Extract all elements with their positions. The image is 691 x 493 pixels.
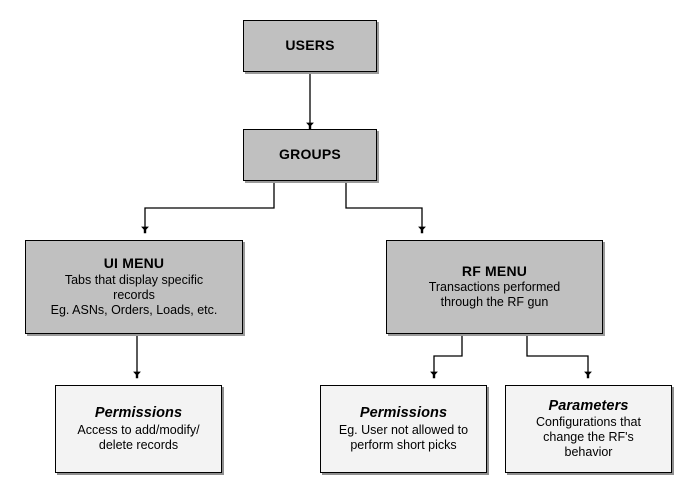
node-ui-menu-title: UI MENU: [103, 255, 165, 272]
node-groups[interactable]: GROUPS: [243, 129, 377, 181]
node-ui-permissions[interactable]: Permissions Access to add/modify/ delete…: [55, 385, 222, 473]
node-ui-permissions-title: Permissions: [94, 405, 183, 422]
node-rf-permissions-description: Eg. User not allowed to perform short pi…: [339, 423, 468, 453]
node-rf-menu-description: Transactions performed through the RF gu…: [429, 280, 561, 310]
node-rf-menu[interactable]: RF MENU Transactions performed through t…: [386, 240, 603, 334]
node-rf-permissions-line-2: perform short picks: [350, 437, 457, 452]
node-ui-permissions-line-1: Access to add/modify/: [77, 422, 200, 437]
node-rf-menu-line-1: Transactions performed: [428, 280, 561, 295]
edge-groups-to-ui-menu: [141, 181, 275, 234]
node-rf-parameters-description: Configurations that change the RF's beha…: [536, 415, 641, 460]
node-users[interactable]: USERS: [243, 20, 377, 72]
node-rf-parameters-title: Parameters: [548, 397, 629, 414]
node-ui-permissions-description: Access to add/modify/ delete records: [77, 423, 199, 453]
edge-rf-menu-to-rf-permissions: [430, 334, 463, 379]
edge-groups-to-rf-menu: [345, 181, 426, 234]
edge-rf-menu-to-rf-parameters: [526, 334, 592, 379]
node-users-title: USERS: [285, 37, 335, 54]
node-rf-parameters-line-2: change the RF's: [543, 430, 634, 445]
node-groups-title: GROUPS: [279, 146, 341, 163]
node-rf-permissions[interactable]: Permissions Eg. User not allowed to perf…: [320, 385, 487, 473]
node-rf-permissions-line-1: Eg. User not allowed to: [338, 422, 469, 437]
node-ui-menu[interactable]: UI MENU Tabs that display specific recor…: [25, 240, 243, 334]
node-rf-menu-line-2: through the RF gun: [440, 295, 549, 310]
node-rf-permissions-title: Permissions: [359, 405, 448, 422]
node-rf-parameters-line-1: Configurations that: [536, 415, 641, 430]
node-rf-parameters-line-3: behavior: [564, 445, 613, 460]
node-ui-permissions-line-2: delete records: [98, 437, 179, 452]
node-ui-menu-line-3: Eg. ASNs, Orders, Loads, etc.: [50, 302, 218, 317]
node-ui-menu-line-1: Tabs that display specific: [64, 272, 204, 287]
node-rf-parameters[interactable]: Parameters Configurations that change th…: [505, 385, 672, 473]
node-rf-menu-title: RF MENU: [461, 262, 528, 279]
node-ui-menu-line-2: records: [113, 287, 155, 302]
node-ui-menu-description: Tabs that display specific records Eg. A…: [51, 273, 218, 318]
